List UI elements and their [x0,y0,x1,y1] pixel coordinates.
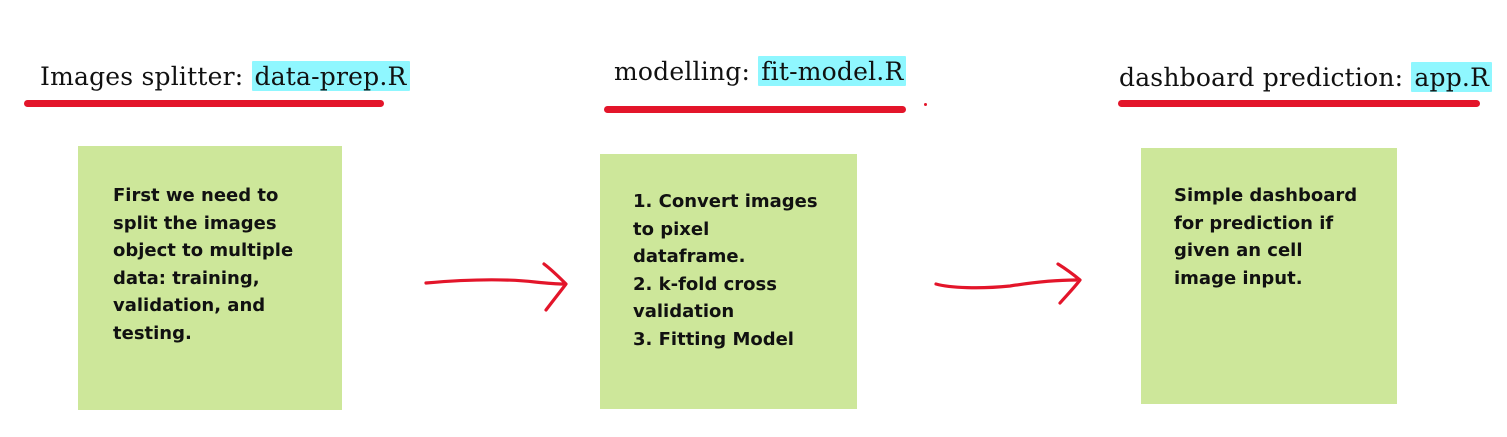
step-2-note: 1. Convert images to pixel dataframe. 2.… [600,154,857,409]
step-2-heading: modelling: fit-model.R [614,56,907,86]
step-1-file-name: data-prep.R [251,61,410,91]
step-3-heading: dashboard prediction: app.R [1119,62,1493,92]
step-2-heading-label: modelling: [614,57,759,86]
arrow-right-icon-1 [424,262,568,312]
step-2-note-text: 1. Convert images to pixel dataframe. 2.… [633,191,818,350]
step-1-heading-label: Images splitter: [40,62,252,91]
step-3-underline [1118,100,1480,107]
step-3-heading-label: dashboard prediction: [1119,63,1412,92]
step-1-underline [24,100,384,107]
step-1-heading: Images splitter: data-prep.R [40,61,410,91]
step-3-note-text: Simple dashboard for prediction if given… [1174,185,1358,289]
arrow-right-icon-2 [934,262,1082,305]
step-2-file-name: fit-model.R [758,56,907,86]
step-3-file-name: app.R [1411,62,1493,92]
step-1-note: First we need to split the images object… [78,146,342,410]
step-3-note: Simple dashboard for prediction if given… [1141,148,1397,404]
step-1-note-text: First we need to split the images object… [113,185,294,344]
stray-dot [924,103,927,106]
step-2-underline [604,106,906,113]
